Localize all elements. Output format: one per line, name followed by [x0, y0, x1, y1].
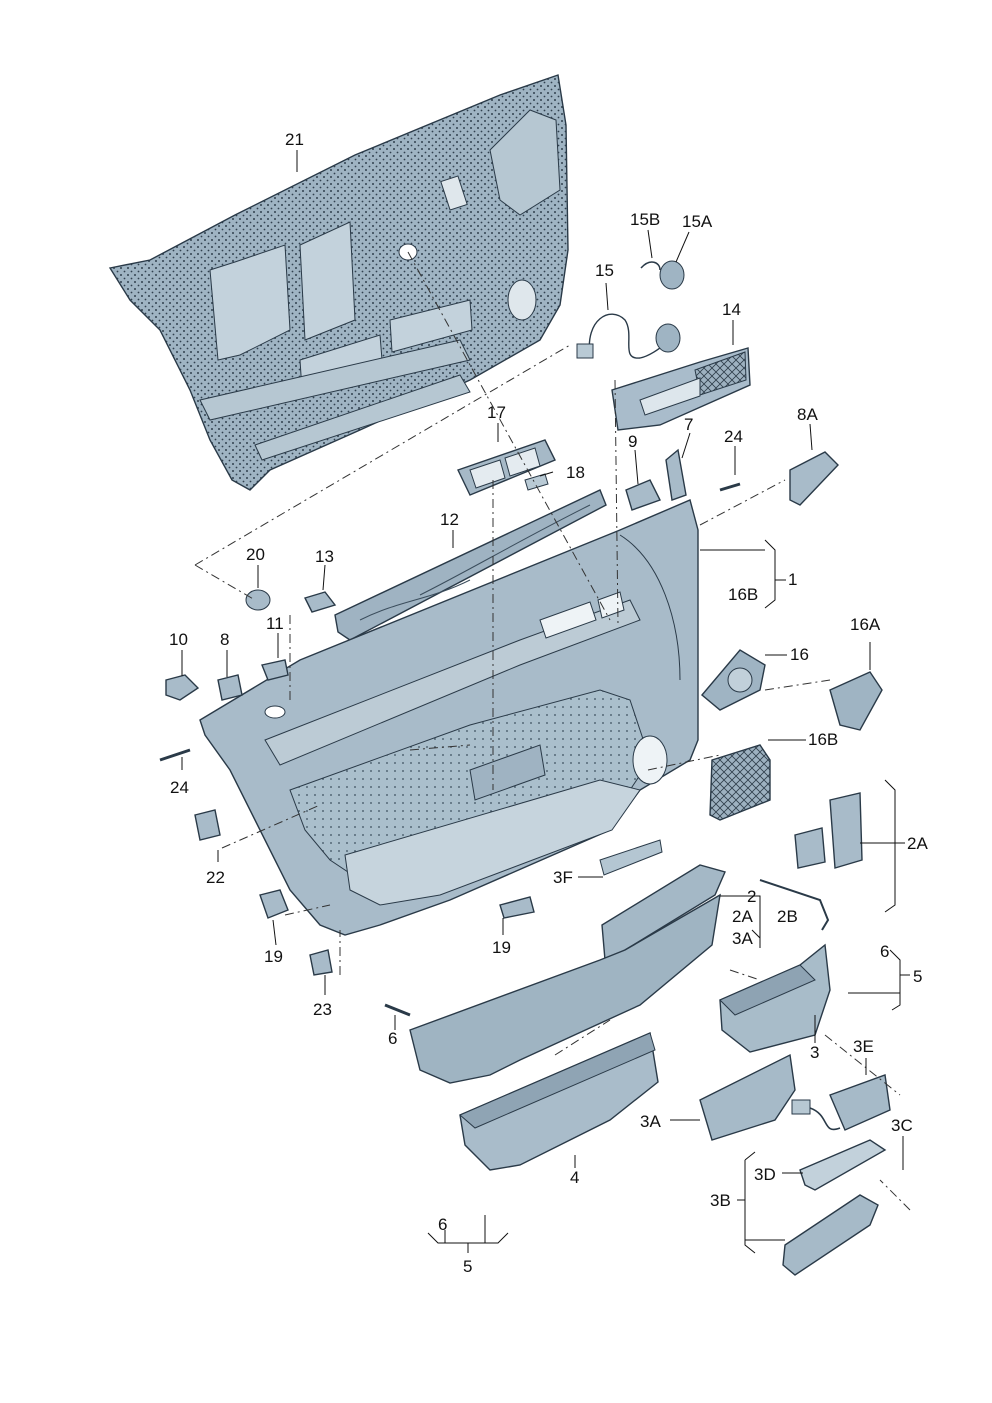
callout-6-right: 6 [880, 942, 889, 961]
assembly-lines [194, 251, 911, 1211]
callout-16B-mid: 16B [808, 730, 838, 749]
armrest-assembly [409, 839, 831, 1084]
callout-24-top: 24 [724, 427, 743, 446]
callout-18: 18 [566, 463, 585, 482]
callout-11: 11 [266, 614, 284, 633]
callout-5-right: 5 [913, 967, 922, 986]
callout-4: 4 [570, 1168, 579, 1187]
callout-19-left: 19 [264, 947, 283, 966]
callout-12: 12 [440, 510, 459, 529]
wire-harness-assembly [576, 260, 685, 359]
callout-7: 7 [684, 415, 693, 434]
callout-1: 1 [788, 570, 797, 589]
callout-5-bottom: 5 [463, 1257, 472, 1276]
callout-2: 2 [747, 887, 756, 906]
callout-3A-bracket: 3A [732, 929, 753, 948]
callout-13: 13 [315, 547, 334, 566]
callout-17: 17 [487, 403, 506, 422]
callout-19-right: 19 [492, 938, 511, 957]
callout-2A: 2A [732, 907, 753, 926]
callout-6-left: 6 [388, 1029, 397, 1048]
door-trim-panel [199, 499, 699, 936]
callout-15B: 15B [630, 210, 660, 229]
leader-lines [181, 150, 910, 1254]
decor-trim-strip [334, 489, 607, 641]
storage-components [459, 1032, 891, 1276]
callout-6-bottom: 6 [438, 1215, 447, 1234]
callout-16: 16 [790, 645, 809, 664]
callout-16A: 16A [850, 615, 881, 634]
callout-10: 10 [169, 630, 188, 649]
handle-bezel [611, 347, 751, 431]
callout-21: 21 [285, 130, 304, 149]
callout-22: 22 [206, 868, 225, 887]
callout-14: 14 [722, 300, 741, 319]
callout-8: 8 [220, 630, 229, 649]
callout-2B: 2B [777, 907, 798, 926]
callout-15A: 15A [682, 212, 713, 231]
callout-23: 23 [313, 1000, 332, 1019]
callout-9: 9 [628, 432, 637, 451]
callout-20: 20 [246, 545, 265, 564]
callout-2A-right: 2A [907, 834, 928, 853]
callout-3B: 3B [710, 1191, 731, 1210]
callout-3C: 3C [891, 1116, 913, 1135]
callout-3F: 3F [553, 868, 573, 887]
callout-3: 3 [810, 1043, 819, 1062]
callout-labels: 21 15B 15A 15 14 17 18 9 7 24 8A 12 20 1… [169, 130, 928, 1276]
small-parts [159, 448, 883, 1017]
callout-15: 15 [595, 261, 614, 280]
callout-16B-top: 16B [728, 585, 758, 604]
callout-3A: 3A [640, 1112, 661, 1131]
door-inner-panel [108, 74, 569, 491]
callout-3D: 3D [754, 1165, 776, 1184]
callout-3E: 3E [853, 1037, 874, 1056]
window-switch-block [457, 439, 556, 496]
callout-8A: 8A [797, 405, 818, 424]
callout-24-left: 24 [170, 778, 189, 797]
